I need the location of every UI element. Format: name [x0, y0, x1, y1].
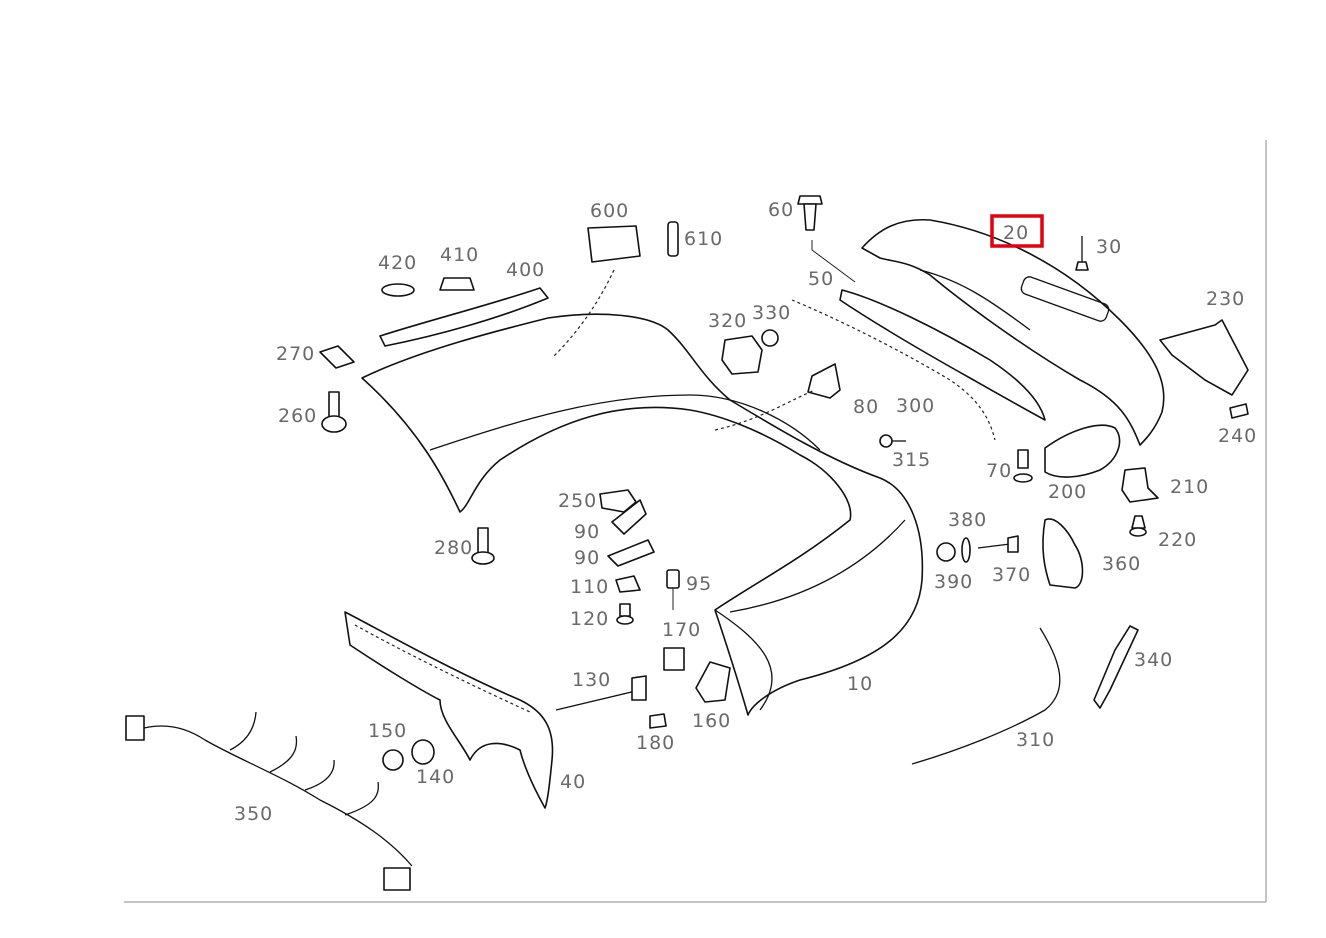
part-240-cap[interactable]	[1229, 403, 1249, 419]
label-p80[interactable]: 80	[853, 396, 879, 418]
leader-50	[811, 240, 856, 283]
label-p30[interactable]: 30	[1096, 236, 1122, 258]
label-p230[interactable]: 230	[1206, 288, 1245, 310]
part-140-washer[interactable]	[411, 739, 435, 765]
label-p140[interactable]: 140	[416, 766, 455, 788]
label-p50[interactable]: 50	[808, 268, 834, 290]
part-230-bracket[interactable]	[1159, 319, 1249, 396]
label-p210[interactable]: 210	[1170, 476, 1209, 498]
part-110-clip[interactable]	[615, 575, 641, 593]
label-p90b[interactable]: 90	[574, 547, 600, 569]
part-260-bolt[interactable]	[321, 391, 347, 433]
label-p10[interactable]: 10	[847, 673, 873, 695]
part-120-screw[interactable]	[616, 603, 634, 625]
part-20-rear-diffuser[interactable]	[861, 218, 1165, 446]
label-p110[interactable]: 110	[570, 576, 609, 598]
part-320-parking-sensor[interactable]	[721, 335, 763, 375]
part-380-washer[interactable]	[961, 537, 971, 563]
part-160-grille[interactable]	[695, 661, 731, 703]
part-310-trim-strip[interactable]	[911, 627, 1061, 765]
leader-80	[714, 389, 816, 431]
label-p320[interactable]: 320	[708, 310, 747, 332]
part-420-washer[interactable]	[381, 283, 415, 297]
part-labels: 10 20 30 40 50 60 70 80 90 90 95 110 120 130 140 150 160…	[234, 199, 1257, 825]
label-p310[interactable]: 310	[1016, 729, 1055, 751]
part-200-exhaust-trim[interactable]	[1044, 424, 1121, 478]
label-p150[interactable]: 150	[368, 720, 407, 742]
part-130-stud[interactable]	[555, 675, 647, 711]
label-p410[interactable]: 410	[440, 244, 479, 266]
label-p20[interactable]: 20	[1003, 222, 1029, 244]
label-p130[interactable]: 130	[572, 669, 611, 691]
label-p200[interactable]: 200	[1048, 481, 1087, 503]
part-50-trim-strip[interactable]	[839, 289, 1046, 421]
label-p350[interactable]: 350	[234, 803, 273, 825]
label-p160[interactable]: 160	[692, 710, 731, 732]
label-p420[interactable]: 420	[378, 252, 417, 274]
label-p170[interactable]: 170	[662, 619, 701, 641]
part-410-nut[interactable]	[439, 277, 475, 291]
part-300-lining[interactable]	[791, 299, 996, 441]
part-95-clip[interactable]	[666, 569, 680, 610]
label-p70[interactable]: 70	[986, 460, 1012, 482]
label-p280[interactable]: 280	[434, 537, 473, 559]
part-600-control-module[interactable]	[587, 225, 641, 263]
part-180-plug[interactable]	[649, 713, 667, 729]
label-p340[interactable]: 340	[1134, 649, 1173, 671]
label-p220[interactable]: 220	[1158, 529, 1197, 551]
highlight-box-20	[990, 214, 1044, 248]
part-60-clip[interactable]	[797, 195, 823, 231]
label-p270[interactable]: 270	[276, 343, 315, 365]
label-p120[interactable]: 120	[570, 608, 609, 630]
part-360-bracket[interactable]	[1042, 518, 1084, 589]
part-330-sensor-clip[interactable]	[761, 329, 779, 347]
part-210-holder[interactable]	[1121, 467, 1159, 503]
part-270-clip-nut[interactable]	[319, 345, 355, 369]
part-150-nut[interactable]	[382, 749, 404, 771]
label-p300[interactable]: 300	[896, 395, 935, 417]
part-30-pin[interactable]	[1075, 236, 1089, 271]
part-70-screw[interactable]	[1013, 449, 1033, 483]
label-p90a[interactable]: 90	[574, 521, 600, 543]
label-p400[interactable]: 400	[506, 259, 545, 281]
label-p610[interactable]: 610	[684, 228, 723, 250]
part-40-bumper-carrier[interactable]	[344, 611, 554, 809]
part-350-wiring-harness[interactable]	[125, 711, 413, 891]
part-370-pin[interactable]	[977, 535, 1019, 553]
part-280-bolt[interactable]	[471, 527, 495, 565]
label-p380[interactable]: 380	[948, 509, 987, 531]
label-p40[interactable]: 40	[560, 771, 586, 793]
label-p240[interactable]: 240	[1218, 425, 1257, 447]
label-p390[interactable]: 390	[934, 571, 973, 593]
part-10-bumper-cover[interactable]	[361, 313, 924, 716]
part-80-bracket[interactable]	[807, 363, 841, 399]
part-390-nut[interactable]	[936, 542, 956, 562]
label-p260[interactable]: 260	[278, 405, 317, 427]
label-p60[interactable]: 60	[768, 199, 794, 221]
label-p360[interactable]: 360	[1102, 553, 1141, 575]
label-p370[interactable]: 370	[992, 564, 1031, 586]
part-170-nut[interactable]	[663, 647, 685, 671]
part-90-bracket-lower[interactable]	[607, 539, 655, 567]
label-p315[interactable]: 315	[892, 449, 931, 471]
part-340-reflector[interactable]	[1093, 625, 1139, 709]
part-315-bolt[interactable]	[879, 434, 906, 448]
label-p600[interactable]: 600	[590, 200, 629, 222]
label-p180[interactable]: 180	[636, 732, 675, 754]
part-90-bracket-upper[interactable]	[611, 499, 647, 535]
part-220-screw[interactable]	[1129, 515, 1147, 537]
part-610-bracket[interactable]	[667, 221, 679, 257]
label-p250[interactable]: 250	[558, 490, 597, 512]
part-400-mounting-strip[interactable]	[379, 287, 549, 347]
label-p330[interactable]: 330	[752, 302, 791, 324]
label-p95[interactable]: 95	[686, 573, 712, 595]
